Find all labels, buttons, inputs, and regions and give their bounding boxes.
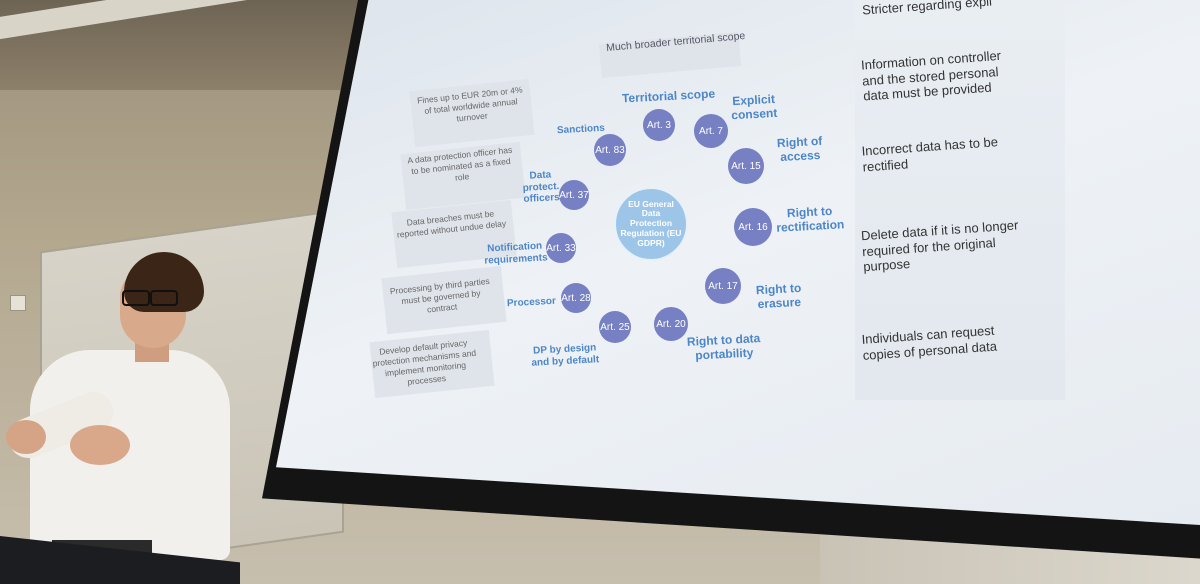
node-art-20: Art. 20 [654,307,688,341]
presenter-hand-right [70,425,130,465]
node-art-37: Art. 37 [559,180,589,210]
label-right-to-data-portability: Right to data portability [686,331,761,363]
presenter-shirt [30,350,230,560]
node-art-33: Art. 33 [546,233,576,263]
node-art-25: Art. 25 [599,311,631,343]
right-notes-column [855,0,1065,400]
node-art-28: Art. 28 [561,283,591,313]
label-dp-by-design: DP by design and by default [531,342,600,369]
label-right-of-access: Right of access [776,133,823,164]
node-art-16: Art. 16 [734,208,772,246]
node-art-15: Art. 15 [728,148,764,184]
label-right-to-erasure: Right to erasure [755,280,802,311]
gdpr-hub: EU General Data Protection Regulation (E… [614,187,688,261]
node-art-17: Art. 17 [705,268,741,304]
node-art-7: Art. 7 [694,114,728,148]
label-notification-requirements: Notification requirements [484,240,548,267]
wall-switch [10,295,26,311]
node-art-3: Art. 3 [643,109,675,141]
presenter-hand-left [6,420,46,454]
label-explicit-consent: Explicit consent [730,91,778,122]
label-right-to-rectification: Right to rectification [775,203,845,235]
glasses-icon [118,290,180,306]
presenter-hair [124,252,204,312]
node-art-83: Art. 83 [594,134,626,166]
label-data-protection-officers: Data protect. officers [522,169,560,205]
